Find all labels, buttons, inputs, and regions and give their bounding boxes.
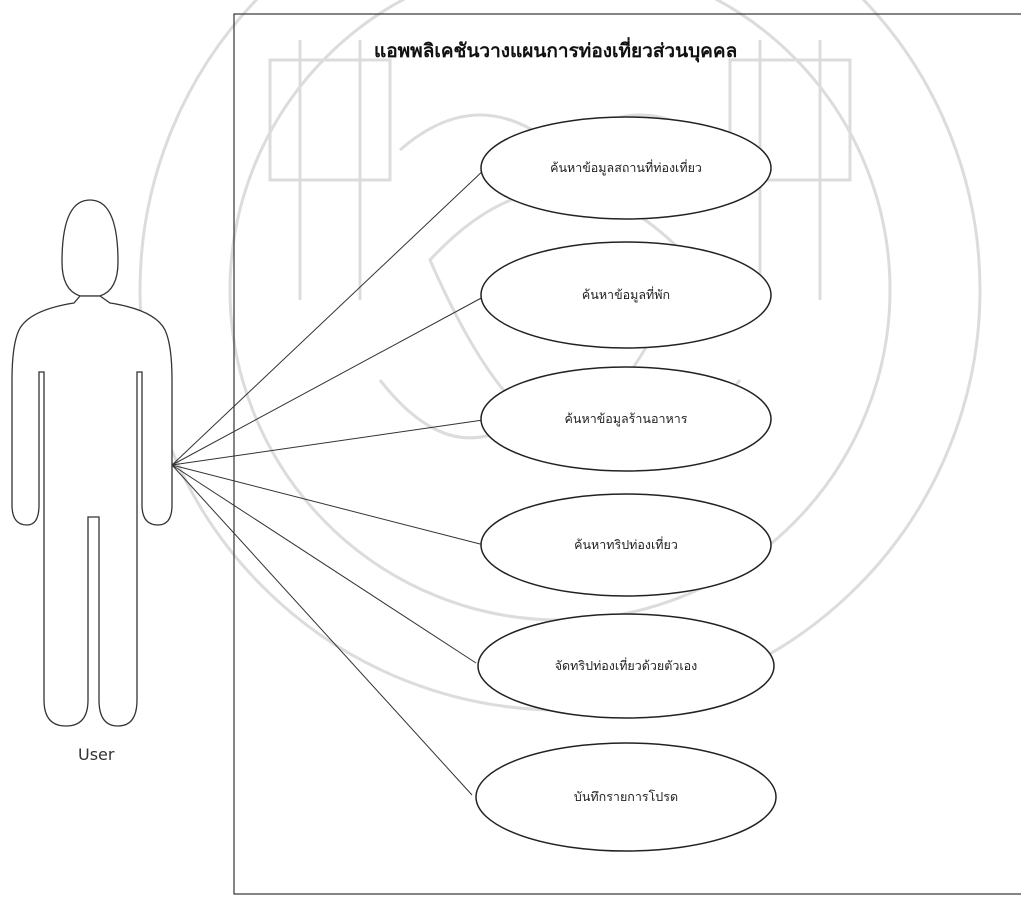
use-case-label: จัดทริปท่องเที่ยวด้วยตัวเอง: [554, 658, 698, 673]
use-case-label: ค้นหาทริปท่องเที่ยว: [574, 537, 678, 552]
association-line: [171, 464, 485, 546]
use-case-label: บันทึกรายการโปรด: [573, 789, 679, 804]
association-line: [171, 295, 486, 466]
use-case-ellipse: [475, 742, 777, 852]
system-boundary: [233, 13, 1021, 895]
actor-figure: [11, 199, 173, 727]
use-case-ellipse: [480, 366, 772, 472]
associations: [171, 166, 488, 796]
actor-body: [11, 295, 173, 727]
actor-head: [61, 199, 119, 297]
system-title: แอพพลิเคชันวางแผนการท่องเที่ยวส่วนบุคคล: [374, 40, 738, 62]
association-line: [171, 419, 484, 466]
use-case-label: ค้นหาข้อมูลสถานที่ท่องเที่ยว: [550, 160, 702, 175]
actor-label: User: [78, 745, 115, 764]
association-line: [171, 464, 473, 796]
use-case-label: ค้นหาข้อมูลที่พัก: [581, 287, 671, 302]
use-case-ellipse: [477, 613, 775, 719]
use-case-ellipse: [480, 241, 772, 349]
association-line: [171, 166, 488, 466]
use-case-ellipse: [480, 493, 772, 597]
use-case-label: ค้นหาข้อมูลร้านอาหาร: [564, 411, 688, 426]
use-case-ellipse: [480, 116, 772, 220]
association-line: [171, 464, 477, 664]
